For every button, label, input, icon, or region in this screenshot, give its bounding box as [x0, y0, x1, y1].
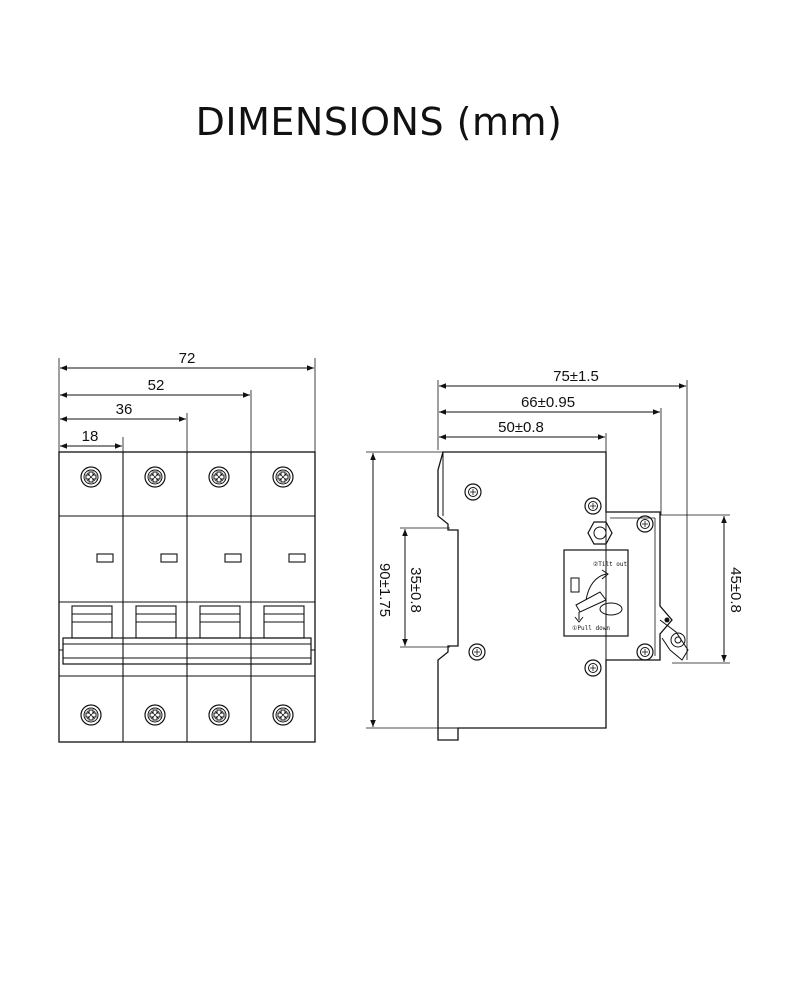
- mounting-screw-icon: [464, 483, 482, 501]
- dim-depth-66: 66±0.95: [521, 394, 575, 411]
- note-tilt-out: ②Tilt out: [593, 561, 628, 568]
- handle-tie-bar: [62, 637, 312, 665]
- terminal-screw-icon: [80, 704, 102, 726]
- indicator-window: [288, 553, 306, 563]
- breaker-handles: [71, 605, 305, 639]
- dim-depth-75: 75±1.5: [553, 368, 599, 385]
- handle-lever-icon: [659, 617, 689, 661]
- dim-width-72: 72: [179, 350, 196, 367]
- terminal-screw-icon: [272, 704, 294, 726]
- terminal-screw-icon: [272, 466, 294, 488]
- terminal-screw-icon: [208, 466, 230, 488]
- dim-width-18: 18: [82, 428, 99, 445]
- dim-width-52: 52: [148, 377, 165, 394]
- dim-height-90: 90±1.75: [376, 563, 393, 617]
- note-pull-down: ①Pull down: [572, 625, 610, 632]
- clamp-nut-icon: [587, 521, 613, 545]
- terminal-screw-icon: [636, 643, 654, 661]
- terminal-screw-icon: [584, 497, 602, 515]
- dim-rail-35: 35±0.8: [407, 567, 424, 613]
- dim-width-36: 36: [116, 401, 133, 418]
- mounting-screw-icon: [468, 643, 486, 661]
- terminal-screw-icon: [144, 466, 166, 488]
- side-view: 75±1.5 66±0.95 50±0.8 90±1.75 35±0.8 45±…: [366, 368, 744, 741]
- front-view: 72 52 36 18: [58, 350, 316, 743]
- indicator-window: [160, 553, 178, 563]
- installation-instruction-panel: [563, 549, 629, 637]
- terminal-screw-icon: [584, 659, 602, 677]
- indicator-window: [96, 553, 114, 563]
- terminal-screw-icon: [144, 704, 166, 726]
- indicator-window: [224, 553, 242, 563]
- dim-face-45: 45±0.8: [727, 567, 744, 613]
- terminal-screw-icon: [208, 704, 230, 726]
- page-title: DIMENSIONS (mm): [195, 100, 563, 144]
- side-body-outline: [437, 451, 673, 741]
- tilt-arrow-icon: [570, 569, 623, 623]
- terminal-screw-icon: [80, 466, 102, 488]
- terminal-screw-icon: [636, 515, 654, 533]
- dim-depth-50: 50±0.8: [498, 419, 544, 436]
